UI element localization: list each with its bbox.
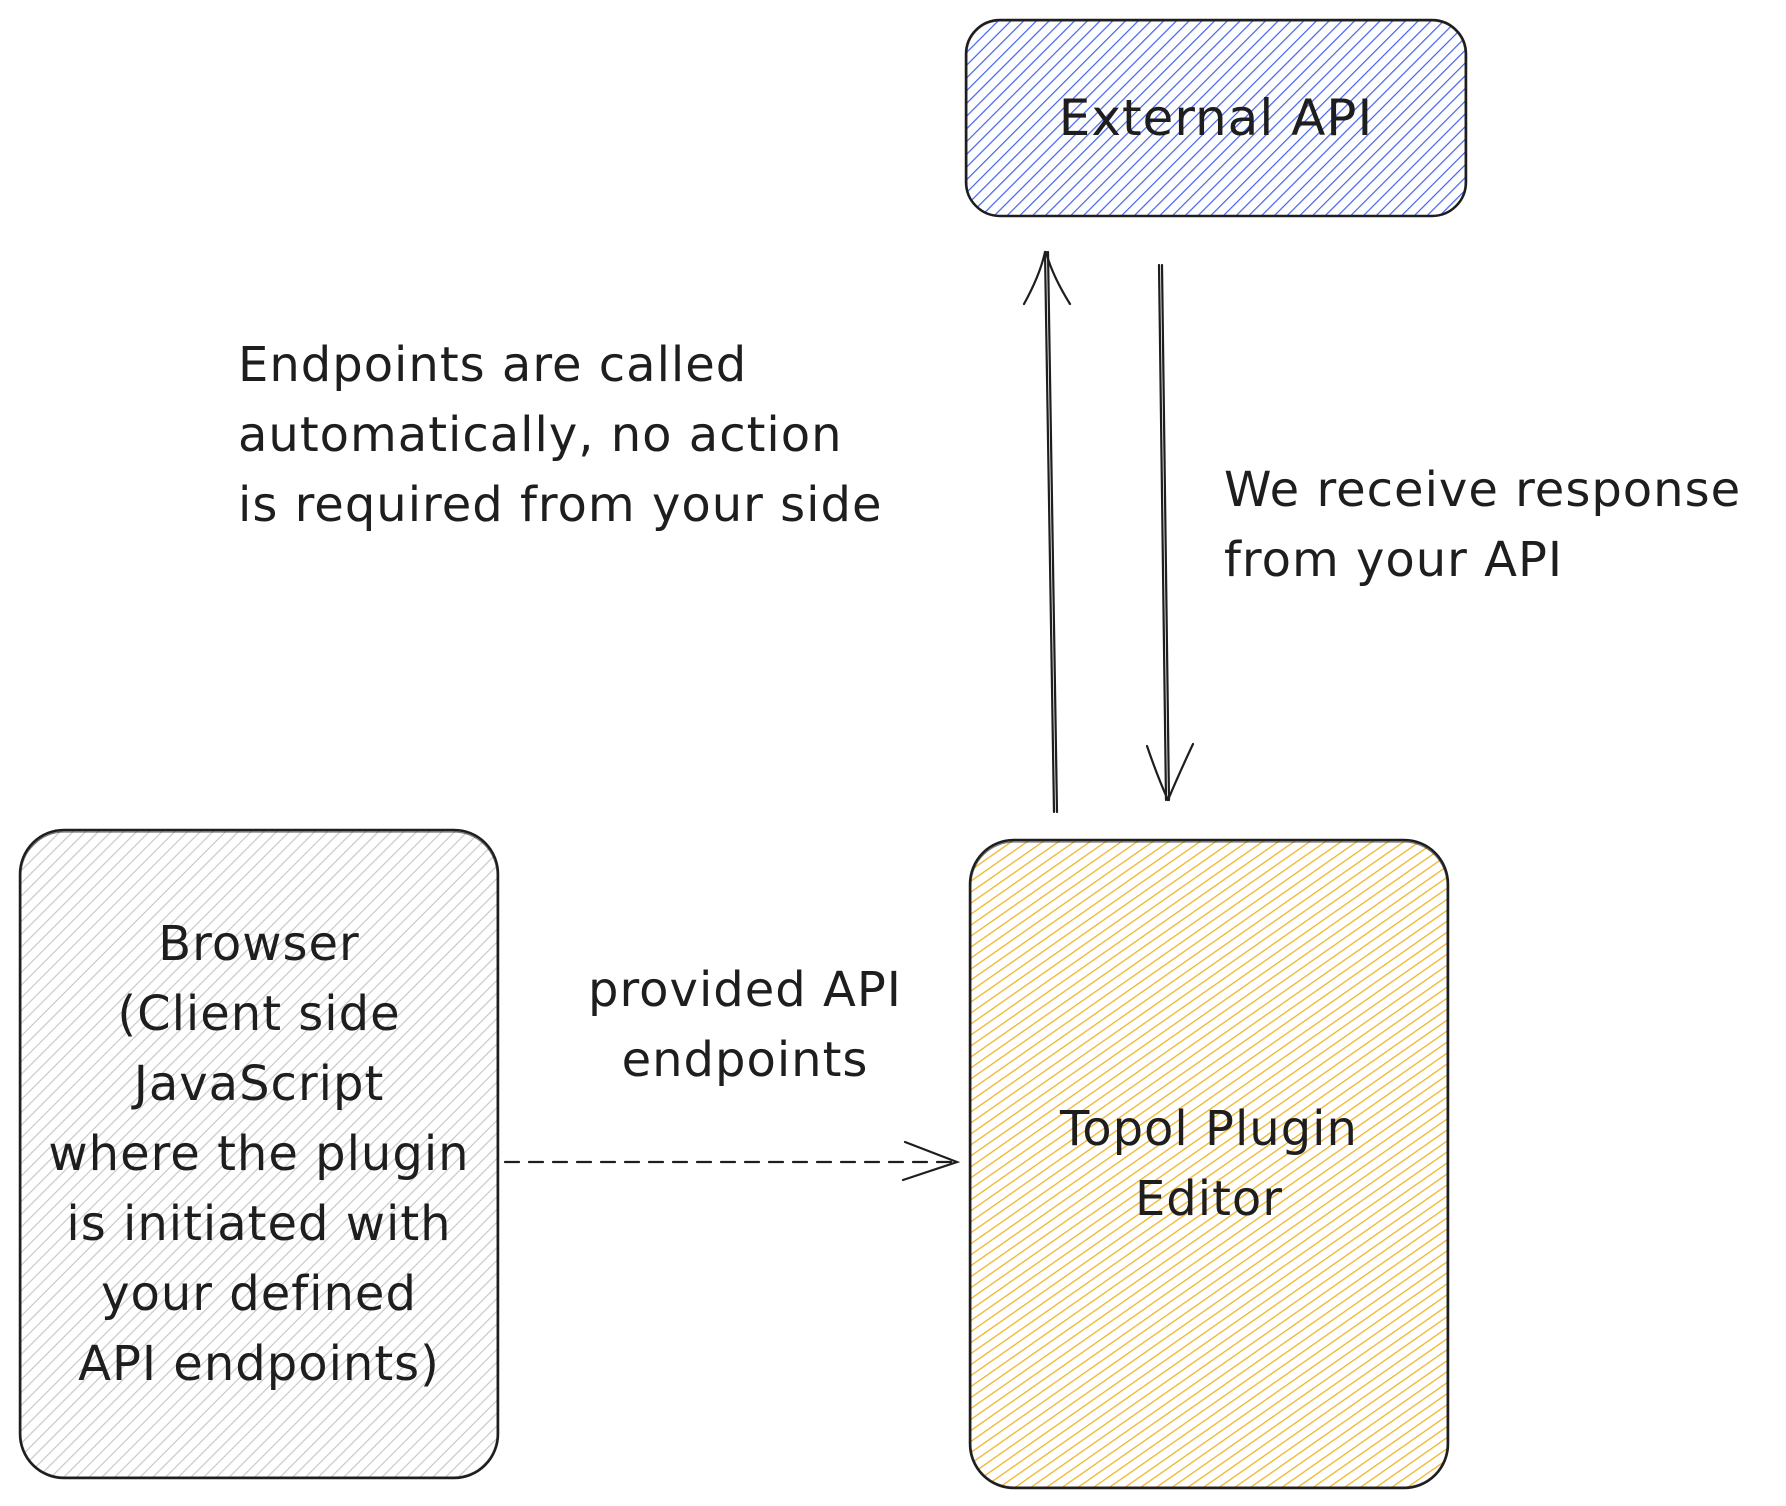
endpoints-called-note: Endpoints are called automatically, no a… xyxy=(238,337,883,533)
provided-endpoints-note: provided API endpoints xyxy=(588,962,902,1088)
response-arrow-down xyxy=(1145,263,1195,802)
browser-label-line: Browser xyxy=(158,916,360,972)
browser-label-line: your defined xyxy=(101,1266,417,1322)
browser-label: Browser (Client side JavaScript where th… xyxy=(20,830,498,1478)
browser-label-line: API endpoints) xyxy=(78,1336,440,1392)
topol-editor-label-line: Topol Plugin xyxy=(1060,1101,1358,1157)
browser-label-line: is initiated with xyxy=(66,1196,452,1252)
topol-editor-box xyxy=(968,838,1450,1490)
response-note: We receive response from your API xyxy=(1224,462,1742,588)
browser-label-line: (Client side xyxy=(117,986,401,1042)
topol-editor-label: Topol Plugin Editor xyxy=(970,840,1448,1488)
browser-label-line: JavaScript xyxy=(133,1056,385,1112)
external-api-label: External API xyxy=(1058,89,1374,147)
browser-label-line: where the plugin xyxy=(48,1126,470,1182)
topol-editor-label-line: Editor xyxy=(1134,1171,1284,1227)
browser-box xyxy=(18,828,500,1480)
provided-endpoints-arrow xyxy=(503,1140,961,1182)
request-arrow-up xyxy=(1022,250,1072,814)
external-api-box xyxy=(964,18,1468,218)
